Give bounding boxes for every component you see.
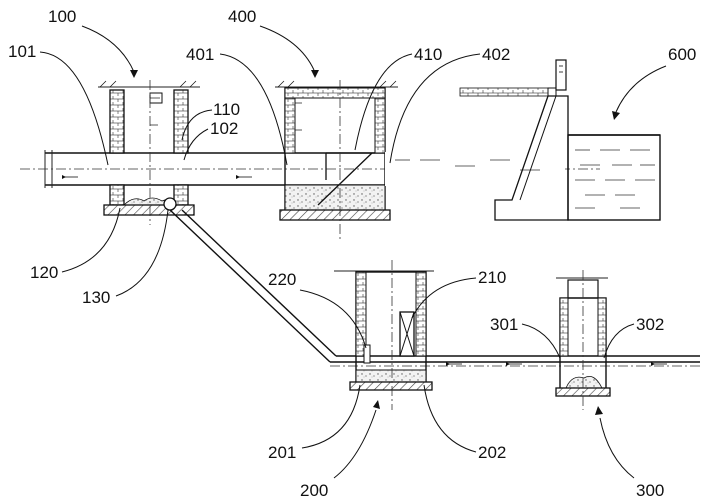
connecting-pipe — [169, 209, 700, 367]
label-200: 200 — [300, 481, 328, 500]
reservoir-600 — [385, 59, 661, 221]
label-110: 110 — [213, 100, 240, 119]
label-101: 101 — [8, 42, 36, 61]
label-201: 201 — [268, 443, 296, 462]
label-600: 600 — [668, 45, 696, 64]
label-410: 410 — [414, 45, 442, 64]
label-402: 402 — [482, 45, 510, 64]
label-220: 220 — [268, 270, 296, 289]
valve-220-icon — [363, 344, 371, 364]
flow-arrow — [62, 175, 440, 179]
callouts: 100 101 110 102 120 130 400 401 410 402 … — [8, 7, 696, 500]
label-302: 302 — [636, 315, 664, 334]
label-120: 120 — [30, 263, 58, 282]
label-202: 202 — [478, 443, 506, 462]
label-210: 210 — [478, 268, 506, 287]
water-surface-lines — [395, 159, 540, 171]
well-100 — [98, 80, 200, 225]
label-300: 300 — [636, 481, 664, 500]
label-102: 102 — [210, 119, 238, 138]
label-401: 401 — [186, 45, 214, 64]
label-130: 130 — [82, 288, 110, 307]
label-301: 301 — [490, 315, 518, 334]
well-200 — [334, 260, 434, 410]
label-400: 400 — [228, 7, 256, 26]
well-400 — [275, 80, 398, 240]
well-300 — [555, 270, 611, 410]
valve-130-icon — [163, 197, 177, 211]
label-100: 100 — [48, 7, 76, 26]
